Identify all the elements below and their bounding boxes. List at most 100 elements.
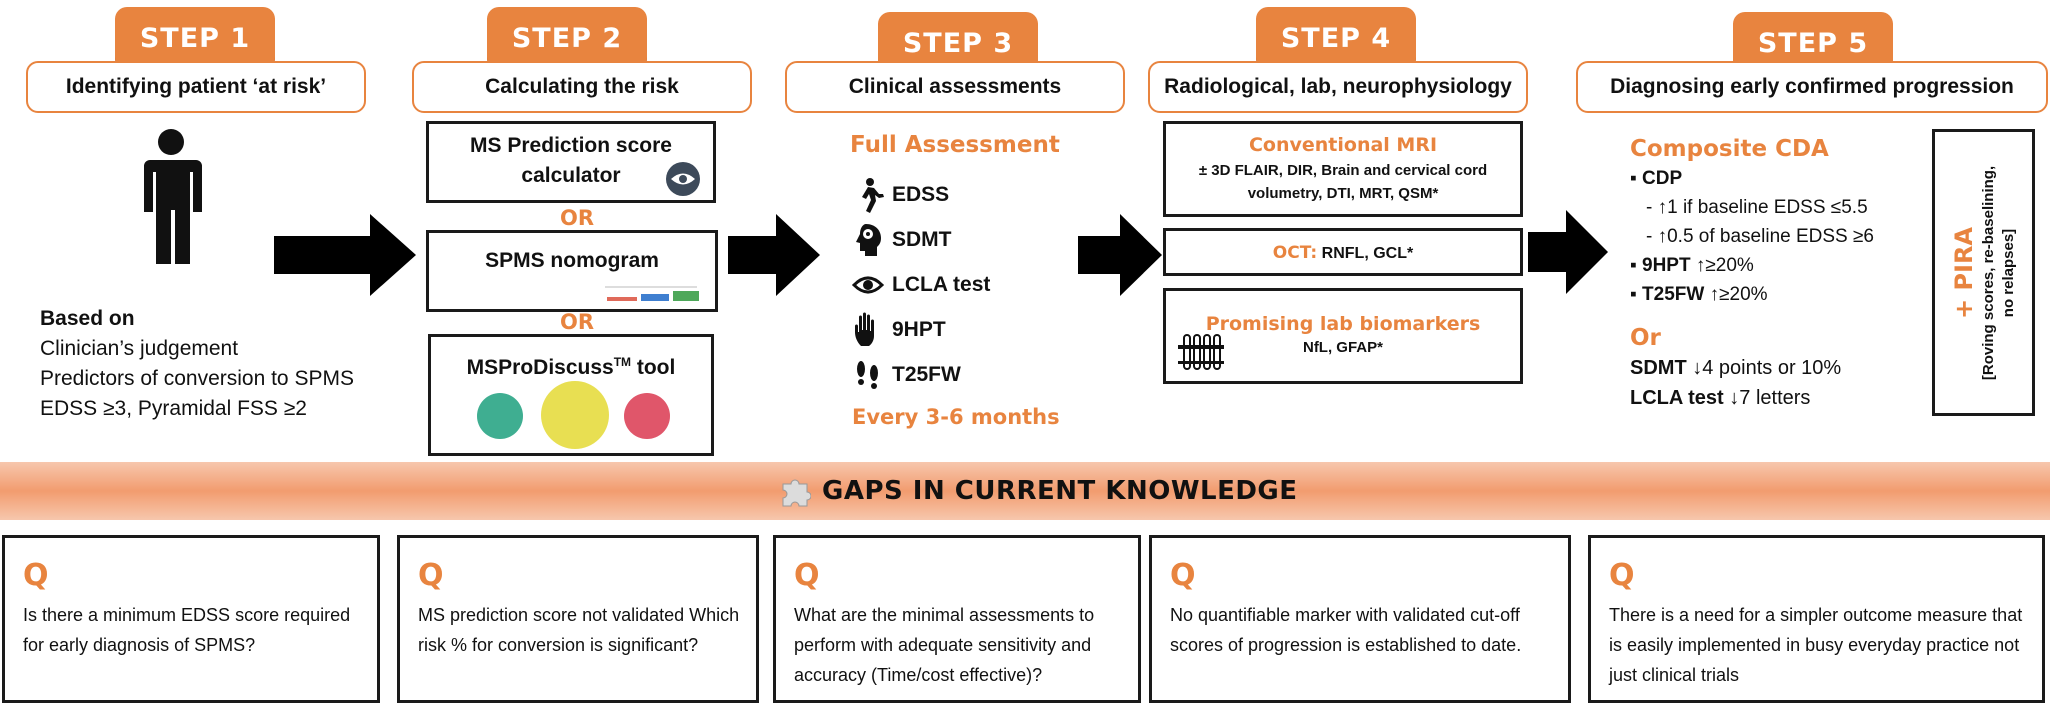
- lab-title: Promising lab biomarkers: [1205, 313, 1481, 335]
- cdp-item: ▪ CDP: [1630, 168, 1683, 189]
- mri-line-2: volumetry, DTI, MRT, QSM*: [1247, 185, 1439, 202]
- hpt-value: ↑≥20%: [1690, 255, 1754, 276]
- or-label: OR: [560, 206, 595, 230]
- assessment-label: LCLA test: [892, 272, 991, 296]
- risk-basis: Based on Clinician’s judgement Predictor…: [40, 304, 380, 424]
- lcla-value: ↓7 letters: [1723, 387, 1811, 409]
- walking-icon: [862, 177, 884, 213]
- arrow-icon: [274, 214, 416, 296]
- sdmt-label: SDMT: [1630, 357, 1687, 379]
- msprodiscuss-suffix: tool: [631, 356, 676, 379]
- t25fw-item: ▪ T25FW ↑≥20%: [1630, 284, 1768, 305]
- lab-biomarkers-box: Promising lab biomarkers NfL, GFAP*: [1163, 288, 1523, 384]
- question-box: Q There is a need for a simpler outcome …: [1588, 535, 2045, 703]
- brain-head-icon: [856, 223, 881, 256]
- t25fw-value: ↑≥20%: [1704, 284, 1768, 305]
- question-text: MS prediction score not validated Which …: [418, 605, 740, 655]
- gaps-band: [0, 462, 2050, 520]
- question-marker: Q: [1170, 558, 1196, 593]
- question-marker: Q: [1609, 558, 1635, 593]
- pira-line-2: no relapses]: [1999, 228, 2017, 317]
- pira-line-1: [Roving scores, re-baselining,: [1979, 165, 1997, 380]
- ms-prediction-title-line1: MS Prediction score: [470, 134, 672, 157]
- gaps-title: GAPS IN CURRENT KNOWLEDGE: [822, 476, 1298, 506]
- test-tubes-icon: [1178, 334, 1224, 370]
- msprodiscuss-tool-box: MSProDiscussTM tool: [428, 334, 714, 456]
- assessment-item: EDSS: [852, 172, 1072, 217]
- t25fw-label: T25FW: [1642, 284, 1705, 305]
- mri-title: Conventional MRI: [1248, 134, 1438, 156]
- step-4-tab: STEP 4: [1256, 7, 1416, 69]
- assessment-label: EDSS: [892, 182, 950, 206]
- traffic-light-green: [477, 393, 523, 439]
- assessment-frequency: Every 3-6 months: [852, 405, 1060, 429]
- eye-icon: [666, 162, 700, 196]
- msprodiscuss-name: MSProDiscuss: [466, 356, 614, 379]
- step-1-tab: STEP 1: [115, 7, 275, 69]
- question-text: No quantifiable marker with validated cu…: [1170, 605, 1522, 655]
- risk-basis-line: EDSS ≥3, Pyramidal FSS ≥2: [40, 397, 307, 420]
- question-box: Q Is there a minimum EDSS score required…: [2, 535, 380, 703]
- or-label: OR: [560, 310, 595, 334]
- assessment-item: SDMT: [852, 217, 1072, 262]
- question-marker: Q: [418, 558, 444, 593]
- msprodiscuss-title: MSProDiscussTM tool: [431, 355, 711, 380]
- risk-basis-line: Predictors of conversion to SPMS: [40, 367, 354, 390]
- hand-icon: [855, 312, 874, 346]
- question-text: What are the minimal assessments to perf…: [794, 605, 1095, 685]
- trademark-mark: TM: [613, 355, 632, 369]
- pira-plus: + PIRA: [1949, 226, 1978, 319]
- traffic-light-red: [624, 393, 670, 439]
- risk-basis-heading: Based on: [40, 307, 135, 330]
- ms-prediction-calculator-box: MS Prediction score calculator: [426, 121, 716, 203]
- question-marker: Q: [794, 558, 820, 593]
- question-text: There is a need for a simpler outcome me…: [1609, 605, 2023, 685]
- step-1-title: Identifying patient ‘at risk’: [26, 61, 366, 113]
- cdp-label: CDP: [1642, 168, 1683, 189]
- assessment-item: T25FW: [852, 352, 1072, 397]
- traffic-light-yellow: [541, 381, 609, 449]
- sdmt-item: SDMT ↓4 points or 10%: [1630, 353, 1920, 383]
- pira-box: + PIRA [Roving scores, re-baselining, no…: [1932, 129, 2035, 416]
- assessment-item: LCLA test: [852, 262, 1072, 307]
- pira-rotated-text: + PIRA [Roving scores, re-baselining, no…: [1949, 138, 2019, 408]
- assessment-item: 9HPT: [852, 307, 1072, 352]
- lcla-item: LCLA test ↓7 letters: [1630, 383, 1920, 413]
- question-text: Is there a minimum EDSS score required f…: [23, 605, 351, 655]
- person-icon: [144, 129, 202, 264]
- spms-nomogram-title: SPMS nomogram: [485, 249, 659, 272]
- composite-cda: Composite CDA ▪ CDP - ↑1 if baseline EDS…: [1630, 134, 1920, 413]
- step-3-title: Clinical assessments: [785, 61, 1125, 113]
- oct-value: RNFL, GCL*: [1321, 245, 1414, 262]
- cdp-sub-item: - ↑0.5 of baseline EDSS ≥6: [1646, 226, 1874, 247]
- assessment-list: EDSS SDMT LCLA test 9HPT T25FW: [852, 172, 1072, 397]
- sdmt-value: ↓4 points or 10%: [1686, 357, 1842, 379]
- composite-cda-heading: Composite CDA: [1630, 136, 1829, 162]
- hpt-item: ▪ 9HPT ↑≥20%: [1630, 255, 1754, 276]
- assessment-label: T25FW: [892, 362, 961, 386]
- puzzle-icon: [782, 479, 811, 507]
- oct-label: OCT:: [1272, 243, 1318, 263]
- step-4-title: Radiological, lab, neurophysiology: [1148, 61, 1528, 113]
- lab-value: NfL, GFAP*: [1302, 339, 1383, 356]
- step-5-title: Diagnosing early confirmed progression: [1576, 61, 2048, 113]
- spms-nomogram-box: SPMS nomogram: [426, 230, 718, 312]
- or-label: Or: [1630, 325, 1661, 351]
- ms-prediction-title-line2: calculator: [521, 164, 621, 187]
- conventional-mri-box: Conventional MRI ± 3D FLAIR, DIR, Brain …: [1163, 121, 1523, 217]
- footprints-icon: [857, 360, 878, 389]
- arrow-icon: [728, 214, 820, 296]
- eye-icon: [852, 276, 884, 293]
- full-assessment-heading: Full Assessment: [850, 132, 1060, 158]
- mri-line-1: ± 3D FLAIR, DIR, Brain and cervical cord: [1198, 162, 1488, 179]
- step-2-tab: STEP 2: [487, 7, 647, 69]
- step-2-title: Calculating the risk: [412, 61, 752, 113]
- question-box: Q MS prediction score not validated Whic…: [397, 535, 759, 703]
- question-box: Q No quantifiable marker with validated …: [1149, 535, 1571, 703]
- assessment-label: 9HPT: [892, 317, 946, 341]
- hpt-label: 9HPT: [1642, 255, 1691, 276]
- arrow-icon: [1078, 214, 1162, 296]
- oct-row: OCT: RNFL, GCL*: [1166, 243, 1520, 263]
- oct-box: OCT: RNFL, GCL*: [1163, 228, 1523, 276]
- lcla-label: LCLA test: [1630, 387, 1724, 409]
